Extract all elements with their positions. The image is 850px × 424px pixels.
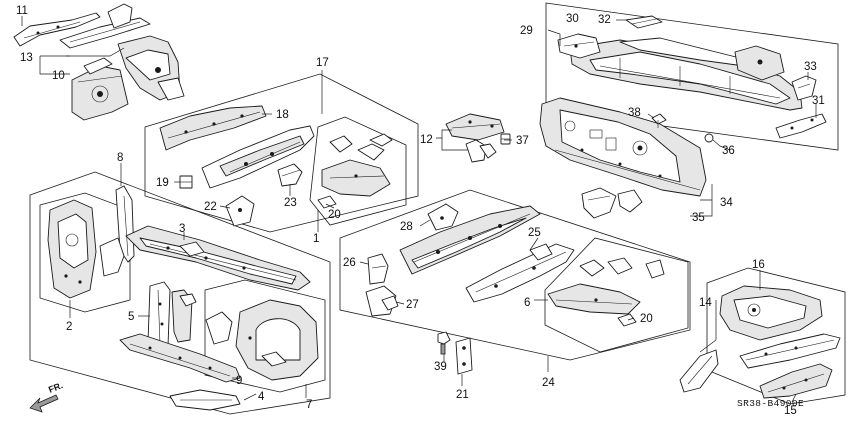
callout-20-upper: 20 [328, 209, 341, 221]
part-25-rail [465, 243, 575, 303]
callout-3: 3 [179, 223, 185, 235]
part-37-fastener [500, 133, 511, 145]
callout-20-lower: 20 [640, 313, 653, 325]
part-7-wheelhouse-inner [205, 299, 319, 381]
part-21-plate [455, 337, 473, 375]
part-30-bracket [557, 33, 601, 59]
callout-32: 32 [598, 14, 611, 26]
part-15-side-member [759, 363, 833, 399]
callout-21: 21 [456, 389, 469, 401]
part-23-bracket [277, 163, 303, 187]
callout-12: 12 [420, 134, 433, 146]
part-35-bracket [581, 187, 643, 219]
direction-label: FR. [47, 380, 64, 395]
callout-30: 30 [566, 13, 579, 25]
part-13-upper-frame [107, 3, 185, 101]
part-32-bracket [625, 15, 663, 29]
part-26-bracket [367, 253, 389, 285]
part-14-front-bracket [679, 349, 719, 393]
part-6-assembly [547, 257, 665, 327]
callout-36: 36 [722, 145, 735, 157]
part-31-bracket [775, 113, 827, 139]
callout-17: 17 [316, 57, 329, 69]
callout-23: 23 [284, 197, 297, 209]
part-24-frame-rail [399, 205, 541, 275]
part-10-wheelhouse [71, 57, 129, 121]
callout-28: 28 [400, 221, 413, 233]
group-2-outline [39, 192, 131, 313]
group-7-outline [204, 279, 326, 393]
group-17-outline [144, 73, 419, 233]
part-27-bracket [365, 285, 399, 317]
callout-14: 14 [699, 297, 712, 309]
part-39-bolt [437, 331, 451, 355]
arrow-icon [29, 394, 59, 413]
diagram-code: SR38-B4900E [737, 398, 804, 409]
callout-10: 10 [52, 70, 65, 82]
part-14-lower-rail [739, 333, 841, 369]
callout-35: 35 [692, 212, 705, 224]
callout-1: 1 [313, 233, 319, 245]
callout-15: 15 [784, 405, 797, 417]
part-5-pillar [147, 281, 197, 351]
callout-8: 8 [117, 152, 123, 164]
group-1-outline [309, 116, 407, 226]
callout-24: 24 [542, 377, 555, 389]
part-33-bracket [791, 75, 817, 101]
callout-13: 13 [20, 52, 33, 64]
callout-11: 11 [16, 5, 28, 17]
group-outlines [29, 2, 846, 415]
part-3-upper-crossmember [125, 225, 311, 291]
callout-33: 33 [804, 61, 817, 73]
leader-lines [21, 16, 817, 403]
callout-38: 38 [628, 107, 641, 119]
part-16-upper [719, 285, 823, 341]
group-24-outline [339, 189, 691, 361]
callout-7: 7 [306, 399, 312, 411]
part-38-clip [651, 113, 667, 128]
callout-39: 39 [434, 361, 447, 373]
callout-18: 18 [276, 109, 289, 121]
callout-34: 34 [720, 197, 733, 209]
part-29-dashboard-upper [569, 37, 803, 111]
callout-5: 5 [128, 311, 134, 323]
part-28-bracket [427, 203, 459, 231]
callout-29: 29 [520, 25, 533, 37]
callout-37: 37 [516, 135, 529, 147]
front-direction-arrow: FR. [29, 380, 64, 413]
part-22-bracket [225, 195, 255, 227]
callout-25: 25 [528, 227, 541, 239]
callout-9: 9 [236, 375, 242, 387]
callout-16: 16 [752, 259, 765, 271]
callout-22: 22 [204, 201, 217, 213]
callout-2: 2 [66, 321, 72, 333]
group-3-outline [29, 171, 331, 415]
callout-31: 31 [812, 95, 825, 107]
callout-19: 19 [156, 177, 169, 189]
group-6-outline [544, 237, 689, 353]
callout-6: 6 [524, 297, 530, 309]
part-2-side-panel [47, 199, 125, 299]
callout-27: 27 [406, 299, 419, 311]
part-36-clip [704, 133, 721, 147]
part-34-dash-lower [539, 97, 707, 197]
part-19-clip [179, 175, 193, 189]
part-12-bracket [445, 113, 505, 163]
part-1-assembly [317, 133, 393, 209]
callout-labels: 11 13 10 29 30 32 33 31 38 36 34 35 12 3… [16, 5, 825, 417]
group-29-outline [545, 2, 839, 151]
part-18-frame [159, 105, 267, 151]
part-4-lower-brace [169, 389, 241, 411]
callout-4: 4 [258, 391, 265, 403]
callout-26: 26 [343, 257, 356, 269]
part-11-rail [13, 12, 151, 49]
part-17-frame-rail [201, 125, 315, 189]
